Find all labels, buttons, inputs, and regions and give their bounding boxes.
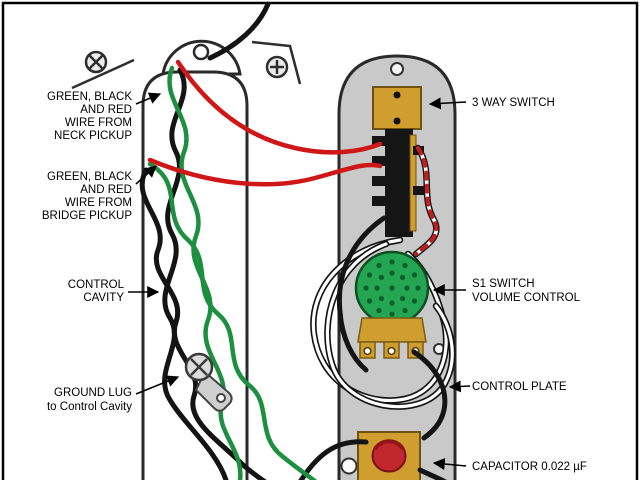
ground-lug (184, 352, 233, 412)
red-wire-neck (175, 59, 383, 155)
white-wire-loops (310, 236, 456, 410)
striped-wire-red-stripes (414, 146, 439, 256)
label-line: NECK PICKUP (54, 130, 132, 142)
black-wire-top-entry (207, 1, 271, 61)
plate-screw-hole-top (390, 62, 404, 76)
screw-slot (190, 358, 208, 376)
three-way-switch (372, 86, 424, 237)
switch-lugs-left (372, 136, 385, 206)
label-line: WIRE FROM (65, 117, 132, 129)
white-wire (325, 242, 454, 409)
mounting-screw-left (71, 50, 135, 90)
arrow-control-plate (448, 380, 471, 393)
arrow-bridge-wire (135, 165, 157, 185)
label-capacitor: CAPACITOR 0.022 µF (472, 461, 587, 473)
arrow-capacitor (432, 458, 467, 470)
label-s1-switch: S1 SWITCH VOLUME CONTROL (472, 278, 581, 304)
pickguard-edge-line-right (251, 40, 302, 85)
label-line: AND RED (80, 184, 132, 196)
label-line: VOLUME CONTROL (472, 292, 581, 304)
pot-knurl-dots (363, 259, 421, 317)
s1-volume-pot (354, 250, 430, 359)
mounting-screw-right (251, 40, 302, 85)
label-line: S1 SWITCH (472, 278, 535, 290)
black-wire-neck-twisted (162, 67, 229, 480)
screw-slot (88, 54, 104, 70)
red-wire-bridge (147, 157, 383, 187)
cavity-tab-hole (192, 43, 210, 61)
label-line: GREEN, BLACK (47, 91, 132, 103)
black-wire-switch-loop (336, 215, 387, 373)
label-line: GROUND LUG (54, 387, 132, 399)
ground-lug-hole (216, 393, 226, 403)
black-wire-pot-to-cap (411, 349, 448, 441)
label-three-way-switch: 3 WAY SWITCH (472, 97, 555, 109)
label-neck-wire: GREEN, BLACK AND RED WIRE FROM NECK PICK… (47, 91, 132, 142)
striped-wire (412, 144, 440, 258)
label-control-plate: CONTROL PLATE (472, 381, 567, 393)
label-line: CONTROL (68, 279, 125, 291)
capacitor-assembly (340, 431, 421, 480)
label-line: BRIDGE PICKUP (42, 210, 132, 222)
red-wires (147, 59, 383, 187)
label-line: to Control Cavity (47, 401, 132, 413)
capacitor-band (373, 439, 405, 451)
pot-bracket (357, 317, 427, 343)
switch-body (385, 129, 413, 237)
label-ground-lug: GROUND LUG to Control Cavity (47, 387, 132, 413)
label-line: AND RED (80, 104, 132, 116)
callout-arrows (128, 92, 471, 470)
label-control-cavity: CONTROL CAVITY (68, 279, 125, 304)
labels-left: GREEN, BLACK AND RED WIRE FROM NECK PICK… (42, 91, 132, 413)
label-line: WIRE FROM (65, 197, 132, 209)
labels-right: 3 WAY SWITCH S1 SWITCH VOLUME CONTROL CO… (472, 97, 587, 473)
label-line: GREEN, BLACK (47, 171, 132, 183)
switch-brass-rail (409, 134, 417, 232)
label-line: CAVITY (83, 292, 124, 304)
arrow-neck-wire (135, 92, 162, 105)
black-wire-cap-exit (417, 467, 448, 480)
switch-screw-dot (393, 117, 401, 125)
switch-screw-dot (393, 91, 401, 99)
cap-wire-loop (340, 457, 358, 475)
arrow-three-way-switch (428, 97, 467, 110)
arrow-ground-lug (135, 375, 180, 395)
green-wire-bridge (147, 161, 318, 480)
label-bridge-wire: GREEN, BLACK AND RED WIRE FROM BRIDGE PI… (42, 171, 132, 222)
pickguard-edge-line-left (71, 58, 135, 90)
